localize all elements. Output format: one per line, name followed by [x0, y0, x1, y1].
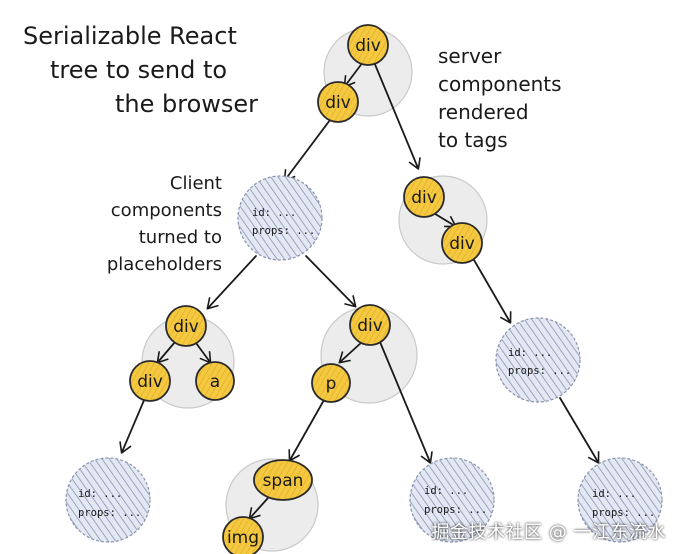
node-left-div: div — [165, 305, 207, 347]
client-line-4: placeholders — [107, 254, 222, 275]
placeholder-id: id: ... — [252, 207, 296, 219]
node-root-div: div — [347, 24, 389, 66]
client-line-3: turned to — [139, 227, 222, 248]
title-annotation: Serializable React tree to send to the b… — [23, 22, 258, 118]
server-annotation: server components rendered to tags — [438, 44, 562, 152]
node-label: div — [173, 317, 199, 337]
placeholder-server-branch: id: ... props: ... — [495, 317, 581, 403]
placeholder-props: props: ... — [424, 504, 487, 516]
node-label: div — [325, 93, 351, 113]
placeholder-middle-leaf: id: ... props: ... — [409, 457, 495, 543]
placeholder-id: id: ... — [424, 485, 468, 497]
placeholder-id: id: ... — [78, 488, 122, 500]
client-line-1: Client — [170, 173, 222, 194]
edge-placeholder-to-placeholder — [559, 397, 600, 464]
server-line-2: components — [438, 72, 562, 96]
edge-leftdiv-to-placeholder — [119, 397, 146, 454]
placeholders: id: ... props: ... id: ... props: ... id… — [65, 175, 663, 543]
edge-middle-to-placeholder — [379, 341, 433, 464]
node-label: div — [137, 372, 163, 392]
edge-span-to-img — [248, 497, 269, 520]
node-left-child-div: div — [129, 360, 171, 402]
edge-root-to-child — [343, 61, 364, 88]
node-middle-div: div — [349, 304, 391, 346]
edge-client-to-middle — [305, 255, 357, 308]
client-annotation: Client components turned to placeholders — [107, 173, 222, 275]
server-line-1: server — [438, 44, 502, 68]
placeholder-id: id: ... — [592, 488, 636, 500]
edge-root-to-server — [373, 61, 421, 170]
server-line-4: to tags — [438, 128, 508, 152]
placeholder-right-leaf: id: ... props: ... — [577, 457, 663, 543]
edge-left-to-div — [156, 341, 176, 364]
node-left-child-a: a — [195, 361, 235, 401]
node-label: div — [449, 234, 475, 254]
node-label: span — [263, 471, 304, 491]
edge-middle-to-p — [338, 341, 363, 364]
edge-child-to-client — [283, 119, 331, 182]
node-middle-span: span — [253, 459, 313, 501]
server-line-3: rendered — [438, 100, 529, 124]
node-label: div — [411, 188, 437, 208]
title-line-2: tree to send to — [50, 56, 227, 84]
title-line-3: the browser — [115, 90, 258, 118]
edge-server-div-chain — [431, 211, 457, 228]
node-server-div-1: div — [403, 176, 445, 218]
placeholder-props: props: ... — [508, 365, 571, 377]
placeholder-id: id: ... — [508, 347, 552, 359]
node-label: div — [357, 316, 383, 336]
title-line-1: Serializable React — [23, 22, 237, 50]
placeholder-client: id: ... props: ... — [237, 175, 323, 261]
placeholder-left-leaf: id: ... props: ... — [65, 457, 151, 543]
node-middle-p: p — [311, 363, 351, 403]
placeholder-props: props: ... — [78, 507, 141, 519]
edge-client-to-left — [206, 255, 257, 310]
placeholder-props: props: ... — [592, 507, 655, 519]
element-nodes: div div div div div div a div — [129, 24, 483, 554]
watermark: 掘金技术社区 @ 一江东流水 — [431, 522, 666, 543]
node-root-child-div: div — [317, 81, 359, 123]
node-label: a — [210, 372, 220, 392]
tree-edges — [119, 61, 600, 520]
node-middle-img: img — [222, 516, 264, 554]
placeholder-props: props: ... — [252, 225, 315, 237]
edge-server-to-placeholder — [473, 259, 512, 324]
client-line-2: components — [111, 200, 222, 221]
node-label: p — [326, 374, 337, 394]
edge-p-to-span — [288, 399, 325, 462]
node-label: div — [355, 36, 381, 56]
node-label: img — [227, 528, 259, 548]
edge-left-to-a — [195, 342, 212, 364]
node-server-div-2: div — [441, 222, 483, 264]
